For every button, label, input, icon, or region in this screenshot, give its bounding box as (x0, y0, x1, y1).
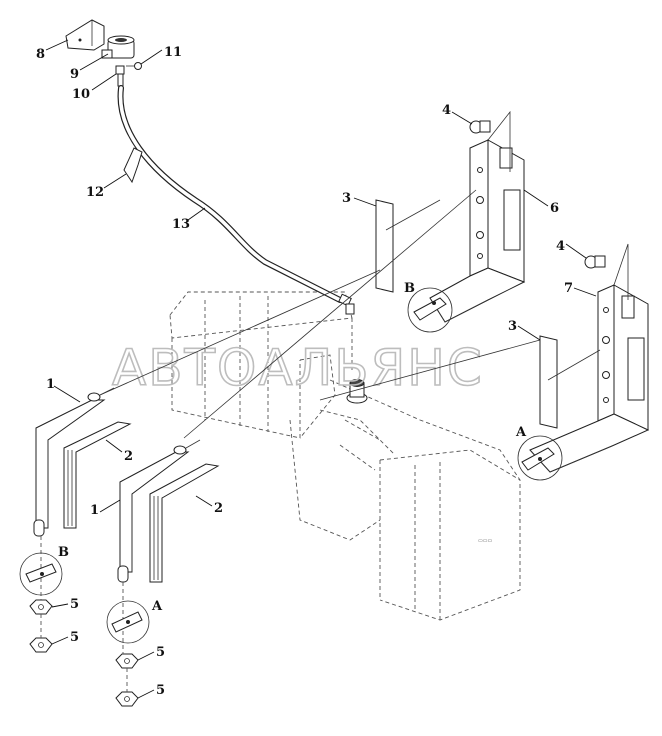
bracket-6 (429, 139, 526, 323)
detail-circle-b-upper (407, 287, 453, 333)
detail-circle-a-upper (517, 435, 563, 481)
detail-ref-b-lower: B (58, 545, 69, 560)
detail-circle-b-lower (19, 552, 63, 596)
callout-12: 12 (86, 185, 104, 200)
detail-ref-a-upper: A (515, 425, 527, 440)
callout-11: 11 (164, 45, 182, 60)
detail-circle-a-lower (106, 600, 150, 644)
callout-5-a: 5 (70, 597, 79, 612)
callout-5-c: 5 (156, 645, 165, 660)
callout-1-right: 1 (90, 503, 99, 518)
detail-ref-a-lower: A (151, 599, 163, 614)
hose-13 (117, 85, 355, 315)
bracket-8 (65, 19, 105, 51)
bolt-4-upper (469, 120, 491, 134)
nut-5-right-upper (115, 653, 139, 669)
leader-lines (45, 39, 597, 699)
nut-5-right-lower (115, 691, 139, 707)
callout-5-b: 5 (70, 630, 79, 645)
callout-2-left: 2 (124, 449, 133, 464)
bolt-4-lower (584, 255, 606, 269)
strap-1-left (33, 387, 115, 537)
callout-1-left: 1 (46, 377, 55, 392)
pad-2-left (63, 421, 132, 529)
tank-label-plate: ▭▭▭ (478, 538, 492, 544)
guide-lines (99, 110, 629, 439)
callout-10: 10 (72, 87, 90, 102)
strap-1-right (117, 439, 201, 583)
detail-ref-b-upper: B (404, 281, 415, 296)
nut-5-left-lower (29, 637, 53, 653)
pad-3-upper (375, 199, 394, 293)
pad-3-lower (539, 335, 558, 429)
fitting-10 (115, 65, 125, 87)
nut-5-left-upper (29, 599, 53, 615)
callout-9: 9 (70, 67, 79, 82)
callout-5-d: 5 (156, 683, 165, 698)
callout-8: 8 (36, 47, 45, 62)
bracket-7 (529, 284, 650, 473)
clip-12 (123, 147, 143, 184)
callout-2-right: 2 (214, 501, 223, 516)
callout-13: 13 (172, 217, 190, 232)
callout-3-lower: 3 (508, 319, 517, 334)
callout-7: 7 (564, 281, 573, 296)
bolt-11 (126, 62, 142, 70)
callout-4-lower: 4 (556, 239, 565, 254)
fuel-tank: ▭▭▭ (169, 291, 521, 621)
callout-4-upper: 4 (442, 103, 451, 118)
sensor-9 (101, 35, 135, 59)
pad-2-right (149, 463, 220, 583)
watermark: АВТОАЛЬЯНС (112, 339, 484, 397)
callout-6: 6 (550, 201, 559, 216)
callout-3-upper: 3 (342, 191, 351, 206)
